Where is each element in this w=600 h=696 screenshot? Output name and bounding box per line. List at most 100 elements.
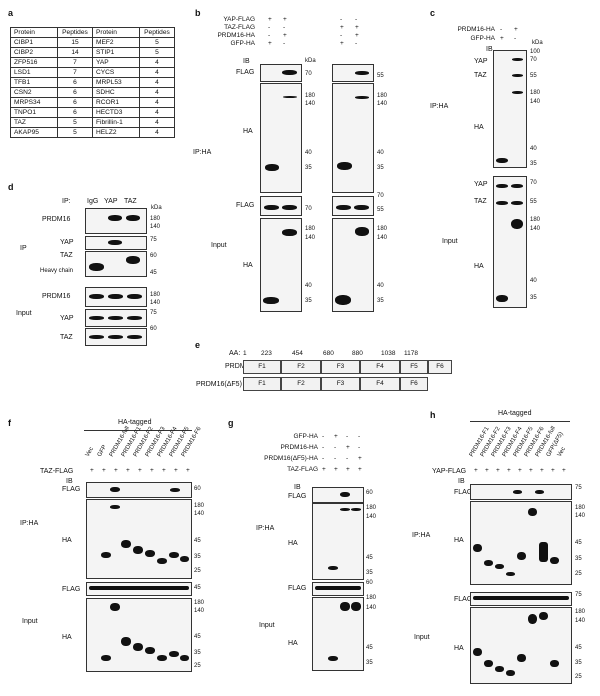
prdm16-label: PRDM16 bbox=[42, 216, 71, 223]
mw-marker: 140 bbox=[150, 224, 161, 230]
mw-marker: 35 bbox=[530, 161, 537, 167]
blot-b-ip-flag-right bbox=[332, 64, 374, 82]
ip-label: IP:HA bbox=[193, 149, 212, 156]
table-cell: 5 bbox=[57, 117, 93, 128]
flag-label: FLAG bbox=[288, 493, 307, 500]
mw-marker: 180 bbox=[194, 600, 205, 606]
table-cell: 4 bbox=[139, 107, 175, 118]
table-header: Peptides bbox=[139, 27, 175, 38]
mw-marker: 35 bbox=[366, 570, 373, 576]
mw-marker: 140 bbox=[530, 99, 541, 105]
table-cell: 4 bbox=[139, 97, 175, 108]
input-label: Input bbox=[16, 310, 32, 317]
ha-tagged-bracket bbox=[84, 430, 192, 431]
table-cell: 5 bbox=[57, 127, 93, 138]
table-cell: 7 bbox=[57, 67, 93, 78]
table-cell: 6 bbox=[57, 87, 93, 98]
aa-position: 680 bbox=[323, 350, 334, 357]
table-cell: HELZ2 bbox=[92, 127, 140, 138]
table-cell: TNPO1 bbox=[10, 107, 58, 118]
condition-value: - bbox=[340, 32, 343, 39]
plus-sign: + bbox=[518, 467, 522, 474]
plus-sign: + bbox=[150, 467, 154, 474]
mw-marker: 180 bbox=[194, 503, 205, 509]
condition-value: - bbox=[334, 455, 337, 462]
mw-marker: 70 bbox=[305, 206, 312, 212]
table-cell: 4 bbox=[139, 57, 175, 68]
table-cell: 7 bbox=[57, 57, 93, 68]
plus-sign: + bbox=[562, 467, 566, 474]
condition-label: GFP-HA bbox=[293, 433, 318, 440]
mw-marker: 40 bbox=[305, 150, 312, 156]
ha-label: HA bbox=[474, 263, 484, 270]
condition-value: + bbox=[340, 40, 344, 47]
ha-label: HA bbox=[454, 645, 464, 652]
condition-value: - bbox=[340, 16, 343, 23]
taz-flag-label: TAZ-FLAG bbox=[40, 468, 74, 475]
blot-g-ip-flag bbox=[312, 487, 364, 503]
mw-marker: 140 bbox=[194, 511, 205, 517]
yap-label: YAP bbox=[60, 239, 74, 246]
condition-value: + bbox=[322, 466, 326, 473]
mw-marker: 60 bbox=[150, 326, 157, 332]
blot-h-ip-flag bbox=[470, 484, 572, 500]
plus-sign: + bbox=[174, 467, 178, 474]
condition-value: - bbox=[334, 444, 337, 451]
mw-marker: 140 bbox=[575, 513, 586, 519]
mw-marker: 180 bbox=[575, 609, 586, 615]
mw-marker: 35 bbox=[377, 165, 384, 171]
ip-lane-label: IP: bbox=[62, 198, 71, 205]
table-header: Protein bbox=[10, 27, 58, 38]
condition-value: + bbox=[500, 35, 504, 42]
input-label: Input bbox=[211, 242, 227, 249]
lane-label: IgG bbox=[87, 198, 99, 205]
fragment-box: F1 bbox=[243, 360, 281, 374]
ha-label: HA bbox=[243, 262, 253, 269]
mw-marker: 140 bbox=[194, 608, 205, 614]
taz-label: TAZ bbox=[60, 252, 73, 259]
ha-label: HA bbox=[243, 128, 253, 135]
table-cell: 6 bbox=[57, 97, 93, 108]
mw-marker: 140 bbox=[575, 618, 586, 624]
blot-b-input-ha-right bbox=[332, 218, 374, 312]
table-cell: 6 bbox=[57, 107, 93, 118]
mw-marker: 35 bbox=[366, 660, 373, 666]
ha-label: HA bbox=[474, 124, 484, 131]
condition-label: GFP-HA bbox=[230, 40, 255, 47]
mw-marker: 60 bbox=[150, 253, 157, 259]
mw-marker: 45 bbox=[366, 645, 373, 651]
condition-value: - bbox=[268, 32, 271, 39]
condition-value: - bbox=[355, 40, 358, 47]
mw-marker: 180 bbox=[305, 93, 316, 99]
table-cell: YAP bbox=[92, 57, 140, 68]
mw-marker: 45 bbox=[575, 540, 582, 546]
aa-position: 1178 bbox=[404, 350, 418, 357]
plus-sign: + bbox=[551, 467, 555, 474]
condition-value: - bbox=[283, 24, 286, 31]
condition-label: PRDM16-HA bbox=[217, 32, 255, 39]
ha-label: HA bbox=[62, 537, 72, 544]
condition-value: + bbox=[283, 16, 287, 23]
mw-marker: 70 bbox=[530, 180, 537, 186]
mw-marker: 40 bbox=[377, 150, 384, 156]
mw-marker: 70 bbox=[305, 71, 312, 77]
input-label: Input bbox=[442, 238, 458, 245]
plus-sign: + bbox=[114, 467, 118, 474]
blot-c-input bbox=[493, 176, 527, 308]
plus-sign: + bbox=[496, 467, 500, 474]
condition-label: PRDM16-HA bbox=[280, 444, 318, 451]
ib-label: IB bbox=[243, 58, 250, 65]
blot-d-ip-prdm16 bbox=[85, 208, 147, 234]
mw-marker: 180 bbox=[377, 93, 388, 99]
panel-label-a: a bbox=[8, 8, 14, 18]
blot-b-input-flag-right bbox=[332, 196, 374, 216]
blot-f-input-flag bbox=[86, 582, 192, 596]
condition-label: GFP-HA bbox=[470, 35, 495, 42]
table-cell: SDHC bbox=[92, 87, 140, 98]
mw-marker: 140 bbox=[377, 101, 388, 107]
lane-label: Vec bbox=[556, 446, 568, 458]
